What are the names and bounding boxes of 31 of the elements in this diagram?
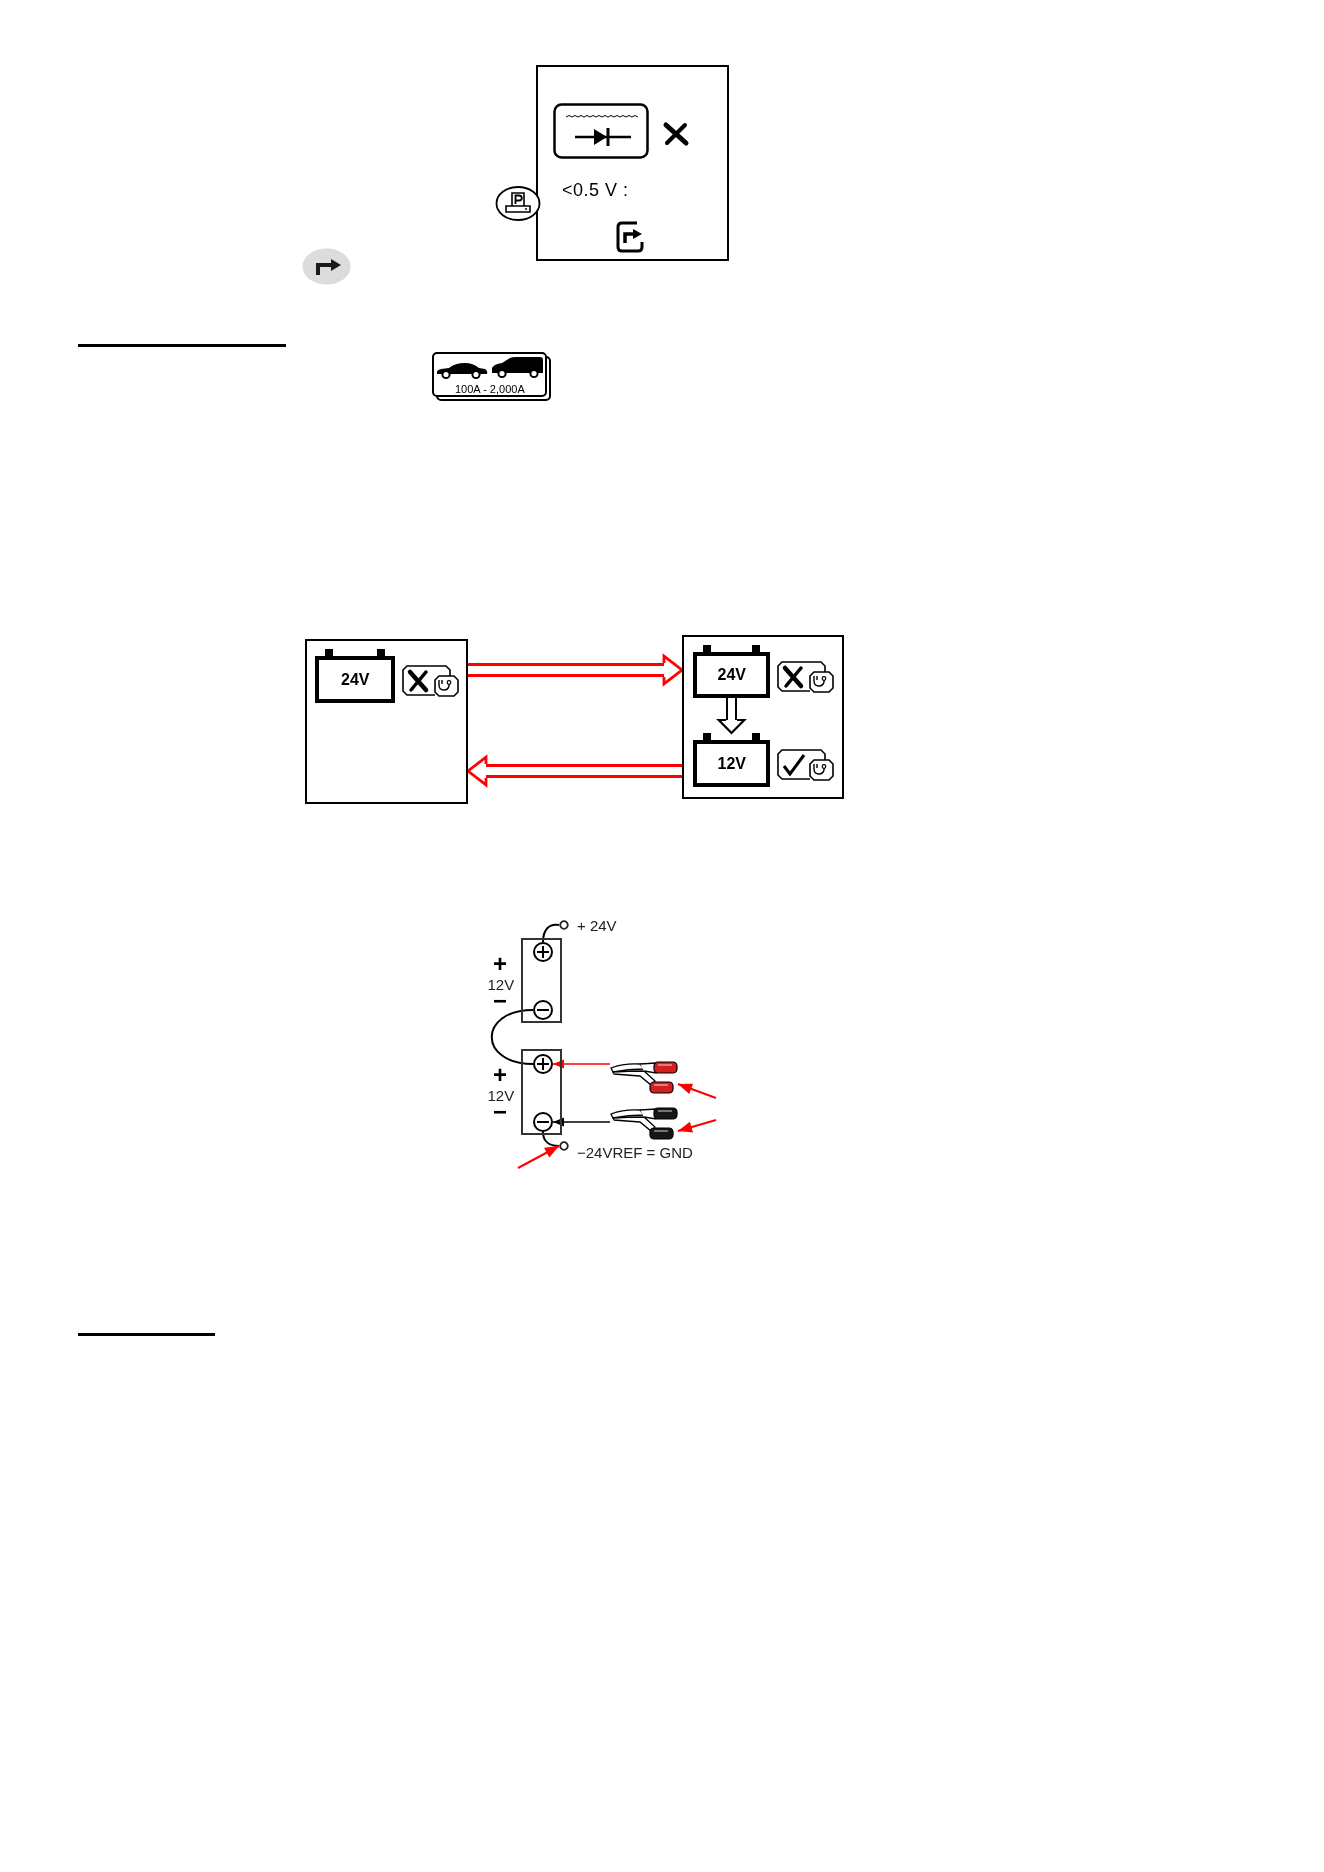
pointer-arrow: [677, 1083, 717, 1099]
current-range-label: 100A - 2,000A: [455, 383, 525, 395]
voltage-label: −24VREF = GND: [577, 1144, 693, 1160]
display-screen: [536, 65, 729, 261]
wire: [542, 1131, 560, 1147]
vehicle-rating-card: [432, 352, 552, 402]
positive-terminal: [533, 942, 553, 962]
alligator-clamp: [610, 1107, 678, 1141]
polarity-sign: +: [493, 952, 507, 976]
wire: [490, 1009, 534, 1065]
wire: [542, 923, 560, 943]
arrow: [552, 1117, 611, 1127]
alligator-clamp: [610, 1061, 678, 1095]
negative-terminal: [533, 1112, 553, 1132]
voltage-label: 12V: [717, 755, 746, 772]
voltage-label: + 24V: [577, 917, 617, 933]
voltage-label: 12V: [487, 1087, 515, 1103]
voltage-label: 12V: [487, 976, 515, 992]
positive-terminal: [533, 1054, 553, 1074]
polarity-sign: +: [493, 1063, 507, 1087]
display-screen: [682, 635, 844, 799]
voltage-label: 24V: [717, 667, 746, 683]
polarity-sign: −: [493, 1100, 507, 1124]
arrow: [552, 1059, 611, 1069]
pointer-arrow: [677, 1119, 717, 1133]
negative-terminal: [533, 1000, 553, 1020]
pointer-arrow: [517, 1145, 560, 1169]
voltage-reading: <0.5 V :: [562, 181, 629, 199]
voltage-label: 24V: [341, 671, 370, 688]
polarity-sign: −: [493, 989, 507, 1013]
display-screen: [305, 639, 468, 804]
